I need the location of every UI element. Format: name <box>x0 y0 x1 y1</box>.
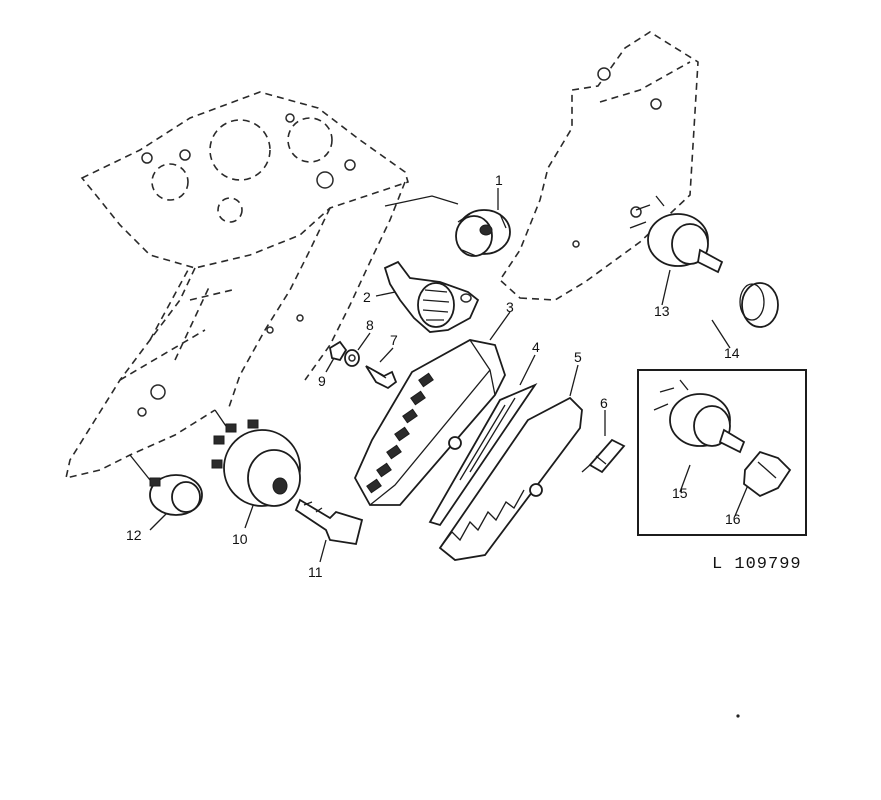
callout-9: 9 <box>318 373 326 389</box>
fuse-terminals <box>366 372 434 494</box>
part-8-washer <box>344 349 360 367</box>
callout-2: 2 <box>363 289 371 305</box>
callout-4: 4 <box>532 339 540 355</box>
callout-11: 11 <box>308 564 323 580</box>
part-5-cover <box>438 396 583 561</box>
part-7-screw <box>365 365 398 390</box>
callout-7: 7 <box>390 332 398 348</box>
callout-10: 10 <box>232 531 248 547</box>
callout-5: 5 <box>574 349 582 365</box>
part-13-switch <box>629 195 724 274</box>
callout-8: 8 <box>366 317 374 333</box>
callout-3: 3 <box>506 299 514 315</box>
instrument-panel-outline <box>64 91 409 480</box>
bracket-outline <box>498 31 699 301</box>
callout-14: 14 <box>724 345 740 361</box>
part-10-ignition-switch <box>211 419 301 507</box>
scan-speck <box>736 714 740 718</box>
part-11-key <box>294 498 364 546</box>
part-14-knob <box>739 282 779 328</box>
part-9-nut <box>328 340 348 362</box>
inset-box <box>637 369 807 536</box>
callout-16: 16 <box>725 511 741 527</box>
callout-15: 15 <box>672 485 688 501</box>
callout-6: 6 <box>600 395 608 411</box>
part-2-socket <box>383 260 480 333</box>
callout-12: 12 <box>126 527 142 543</box>
part-6-bulb <box>581 438 626 474</box>
part-15-switch <box>653 379 746 454</box>
part-1-switch <box>455 209 511 257</box>
callout-labels: 1 2 3 4 5 6 7 8 9 10 11 12 13 14 15 16 <box>126 172 741 580</box>
leader-lines <box>129 188 749 563</box>
part-4-gasket <box>428 382 538 527</box>
part-12-warning-light <box>149 474 203 516</box>
callout-13: 13 <box>654 303 670 319</box>
reference-number: L 109799 <box>712 555 802 574</box>
part-16-knob <box>743 450 792 498</box>
part-3-fuse-box <box>353 339 506 506</box>
callout-1: 1 <box>495 172 503 188</box>
